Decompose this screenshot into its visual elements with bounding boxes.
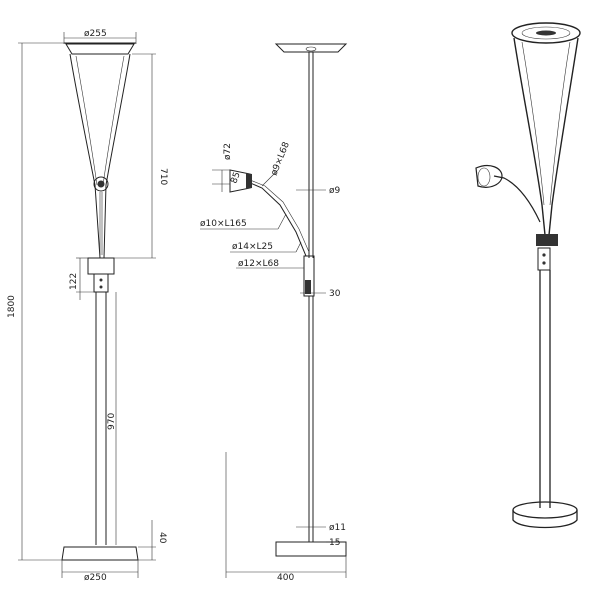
perspective-view (475, 22, 581, 529)
dim-total-height: 1800 (7, 295, 17, 318)
dim-line (277, 213, 287, 230)
side-switch (303, 255, 315, 297)
persp-switch-dot-2 (542, 261, 546, 265)
persp-base-side (512, 510, 578, 529)
persp-switch-dot-1 (542, 253, 546, 257)
dim-arm-long: ø10×L165 (200, 219, 247, 229)
persp-head-face (477, 167, 491, 187)
front-switch-dot-2 (99, 285, 103, 289)
persp-arm (493, 175, 541, 223)
front-base (61, 546, 139, 561)
side-head-hood (246, 173, 252, 189)
side-dish-cap (305, 46, 317, 52)
dim-knob-height: 122 (69, 273, 79, 290)
side-pole (308, 52, 314, 258)
dim-base-width: 400 (277, 573, 294, 583)
dim-arm-upper: ø9×L68 (270, 140, 293, 177)
front-collar (87, 257, 115, 275)
persp-switch (537, 247, 551, 271)
side-switch-dark (305, 280, 311, 294)
dim-top-diameter: ø255 (84, 29, 107, 39)
front-switch-plate (93, 273, 109, 293)
persp-collar (536, 234, 558, 246)
persp-reflector (513, 37, 579, 236)
front-reflector-inner (75, 55, 125, 186)
side-arm-inner (249, 179, 310, 253)
dim-pole-diameter: ø9 (329, 186, 341, 196)
persp-top-dish (511, 22, 581, 44)
front-rod (99, 192, 103, 255)
persp-pole (539, 270, 551, 508)
side-arm (247, 181, 307, 257)
side-top-dish (274, 43, 348, 53)
side-view: ø72 85 ø9×L68 ø9 ø10×L165 ø14×L25 ø12×L6… (200, 43, 348, 583)
front-pole (95, 292, 107, 545)
dim-reflector-height: 710 (158, 168, 168, 185)
persp-top-dish-core (536, 30, 556, 36)
dim-base-edge: 15 (329, 538, 340, 548)
dim-base-height: 40 (157, 532, 167, 544)
dim-line (295, 241, 302, 253)
persp-reflector-inner (521, 41, 571, 206)
persp-top-dish-inner (521, 26, 571, 40)
side-pole-lower (308, 296, 314, 542)
front-top-dish (65, 43, 135, 55)
dim-arm-joint: ø14×L25 (232, 242, 273, 252)
dim-base-diameter: ø250 (84, 573, 107, 583)
dim-reading-head: ø72 (223, 143, 233, 160)
front-knob (93, 176, 109, 192)
dim-line (261, 169, 279, 187)
dim-pole-bottom: ø11 (329, 523, 346, 533)
dim-arm-lower: ø12×L68 (238, 259, 279, 269)
persp-reading-head (475, 164, 503, 188)
persp-base-top (512, 501, 578, 519)
dim-switch-width: 30 (329, 289, 341, 299)
front-knob-inner (97, 180, 105, 188)
front-switch-dot-1 (99, 278, 103, 282)
dim-head-depth: 85 (229, 171, 242, 185)
front-view: ø255 1800 710 122 970 40 ø250 (7, 29, 168, 583)
dim-lower-pole: 970 (107, 413, 117, 430)
